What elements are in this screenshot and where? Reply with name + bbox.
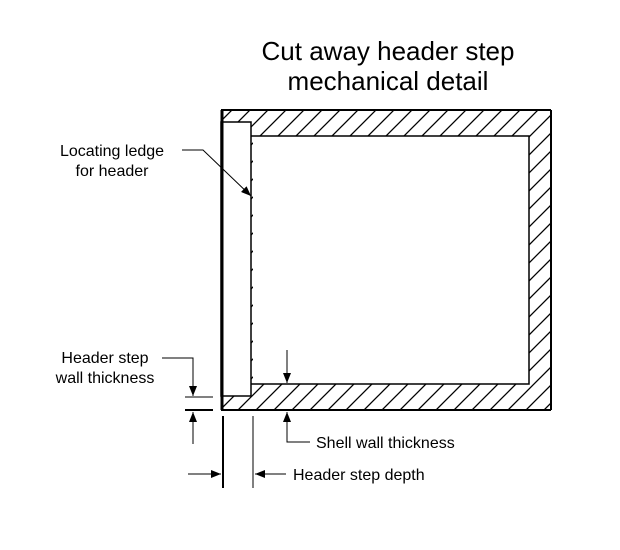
label-header-step-depth: Header step depth <box>293 467 425 484</box>
label-locating-ledge-2: for header <box>76 163 150 180</box>
header-step-wall-leader <box>162 357 197 396</box>
inner-cavity-outline <box>251 135 530 385</box>
locating-ledge-leader <box>182 149 252 197</box>
shell-wall-hatched <box>221 110 551 410</box>
shell-wall-leader <box>283 412 310 443</box>
label-header-step-wall-1: Header step <box>61 350 148 367</box>
locating-ledge <box>220 121 252 397</box>
title-line-1: Cut away header step <box>262 36 515 66</box>
label-locating-ledge-1: Locating ledge <box>60 143 164 160</box>
label-header-step-wall-2: wall thickness <box>55 370 155 387</box>
title-line-2: mechanical detail <box>288 66 489 96</box>
label-shell-wall-thickness: Shell wall thickness <box>316 435 455 452</box>
